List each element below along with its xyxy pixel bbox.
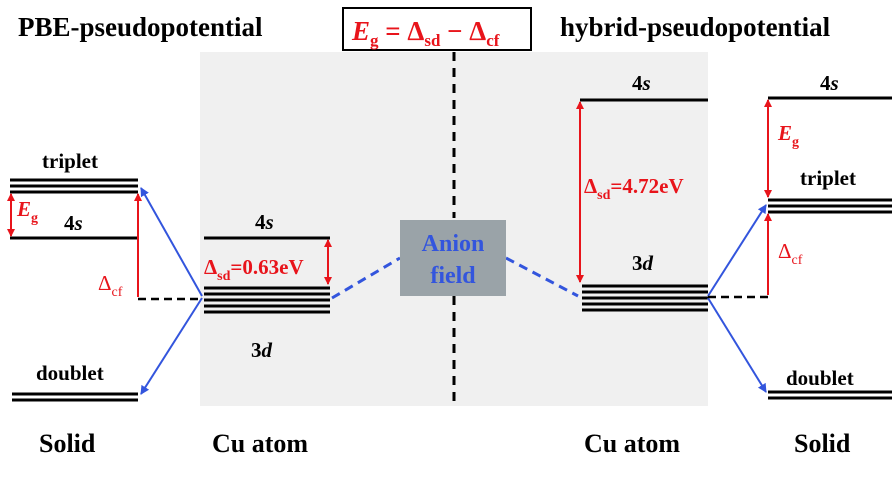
right-solid-4s-label: 4s [820, 71, 839, 95]
left-cu-3d-label: 3d [251, 338, 273, 362]
left-doublet-label: doublet [36, 361, 104, 385]
right-delta-sd-label: Δsd=4.72eV [584, 174, 684, 203]
equation: Eg = Δsd − Δcf [351, 16, 500, 50]
left-cu-caption: Cu atom [212, 429, 308, 458]
title-left: PBE-pseudopotential [18, 12, 263, 42]
right-cu-3d-label: 3d [632, 251, 654, 275]
anion-field-line1: Anion [422, 231, 485, 257]
right-doublet-levels [768, 390, 892, 400]
left-doublet-levels [12, 392, 138, 402]
right-cu-3d-levels [582, 284, 708, 312]
right-solid-caption: Solid [794, 429, 851, 458]
equation-minus: − Δ [440, 16, 486, 46]
anion-field-line2: field [430, 263, 476, 289]
left-triplet-levels [10, 178, 138, 194]
left-cu-3d-levels [204, 286, 330, 314]
anion-link-right [505, 256, 579, 298]
left-delta-cf-label: Δcf [98, 271, 123, 300]
right-triplet-levels [768, 198, 892, 214]
left-cu-4s-label: 4s [255, 210, 274, 234]
right-doublet-label: doublet [786, 366, 854, 390]
right-cu-caption: Cu atom [584, 429, 680, 458]
right-delta-cf-label: Δcf [778, 239, 803, 268]
left-triplet-label: triplet [42, 149, 98, 173]
left-split-arrow-up [140, 187, 203, 297]
right-eg-label: Eg [777, 121, 799, 150]
right-triplet-label: triplet [800, 166, 856, 190]
equation-sd: sd [424, 31, 441, 50]
left-solid-caption: Solid [39, 429, 96, 458]
equation-e: E [351, 16, 370, 46]
right-split-arrow-up [707, 204, 767, 297]
equation-box [342, 7, 532, 51]
equation-g: g [370, 31, 379, 50]
equation-eq: = Δ [379, 16, 425, 46]
anion-field-box [400, 220, 506, 296]
title-right: hybrid-pseudopotential [560, 12, 831, 42]
anion-link-left [331, 256, 401, 300]
right-split-arrow-down [707, 297, 767, 393]
right-cu-4s-label: 4s [632, 71, 651, 95]
left-split-arrow-down [140, 297, 203, 395]
left-solid-4s-label: 4s [64, 211, 83, 235]
equation-cf: cf [486, 31, 500, 50]
left-delta-sd-label: Δsd=0.63eV [204, 255, 304, 284]
left-eg-label: Eg [16, 197, 38, 226]
